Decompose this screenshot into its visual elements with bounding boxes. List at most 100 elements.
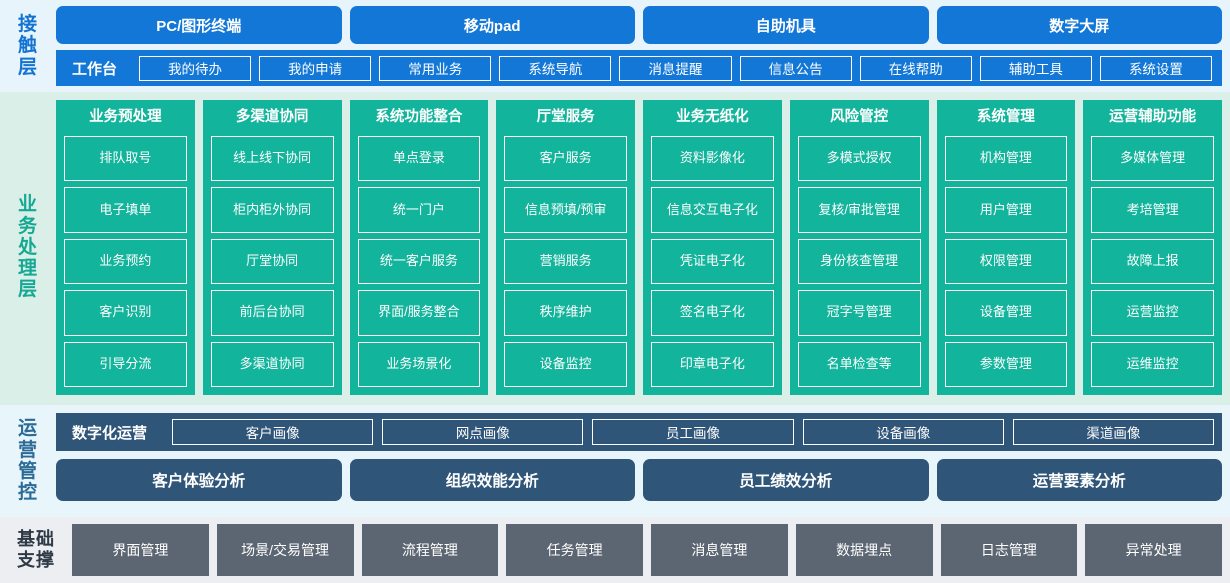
workbench-item-my-application[interactable]: 我的申请	[259, 55, 372, 81]
foundation-item-process-management[interactable]: 流程管理	[361, 524, 499, 576]
channel-mobile-pad[interactable]: 移动pad	[349, 6, 635, 44]
contact-layer: 接 触 层 PC/图形终端 移动pad 自助机具 数字大屏 工作台 我的待办 我…	[0, 0, 1230, 92]
workbench-item-info-announcement[interactable]: 信息公告	[739, 55, 852, 81]
business-cell[interactable]: 业务预约	[64, 238, 187, 285]
portrait-branch[interactable]: 网点画像	[382, 419, 584, 445]
channel-digital-screen[interactable]: 数字大屏	[936, 6, 1222, 44]
business-cell[interactable]: 资料影像化	[651, 135, 774, 182]
business-cell[interactable]: 权限管理	[944, 238, 1068, 285]
business-cell[interactable]: 印章电子化	[651, 341, 774, 387]
workbench-title: 工作台	[72, 60, 118, 78]
portrait-employee[interactable]: 员工画像	[592, 419, 794, 445]
business-cell[interactable]: 多媒体管理	[1091, 135, 1214, 182]
business-cell[interactable]: 冠字号管理	[797, 290, 921, 336]
portrait-channel[interactable]: 渠道画像	[1012, 419, 1215, 445]
business-column-paperless: 业务无纸化 资料影像化 信息交互电子化 凭证电子化 签名电子化 印章电子化	[643, 100, 782, 395]
workbench-item-message-reminder[interactable]: 消息提醒	[619, 55, 732, 81]
business-cell[interactable]: 设备监控	[504, 341, 627, 387]
business-cell[interactable]: 柜内柜外协同	[210, 187, 334, 233]
business-column-group: 业务预处理 排队取号 电子填单 业务预约 客户识别 引导分流 多渠道协同 线上线…	[56, 100, 1222, 395]
business-cell[interactable]: 营销服务	[504, 238, 627, 285]
label-line: 支撑	[17, 550, 55, 570]
column-title: 系统管理	[976, 109, 1035, 125]
foundation-item-message-management[interactable]: 消息管理	[651, 524, 788, 576]
label-char: 理	[17, 258, 38, 280]
business-cell[interactable]: 复核/审批管理	[797, 187, 921, 233]
business-cell[interactable]: 签名电子化	[651, 290, 774, 336]
business-column-system-integration: 系统功能整合 单点登录 统一门户 统一客户服务 界面/服务整合 业务场景化	[349, 100, 489, 395]
analysis-customer-experience[interactable]: 客户体验分析	[56, 459, 342, 501]
label-char: 营	[17, 439, 38, 461]
column-title: 厅堂服务	[536, 109, 595, 125]
foundation-item-task-management[interactable]: 任务管理	[506, 524, 643, 576]
analysis-employee-performance[interactable]: 员工绩效分析	[643, 459, 929, 501]
analysis-organization-efficiency[interactable]: 组织效能分析	[349, 459, 635, 501]
business-cell[interactable]: 引导分流	[64, 341, 187, 387]
business-layer-body: 业务预处理 排队取号 电子填单 业务预约 客户识别 引导分流 多渠道协同 线上线…	[56, 100, 1222, 395]
business-cell[interactable]: 业务场景化	[357, 341, 481, 387]
business-cell[interactable]: 考培管理	[1091, 187, 1214, 233]
label-char: 业	[17, 194, 38, 216]
business-cell[interactable]: 单点登录	[357, 135, 481, 182]
foundation-item-exception-handling[interactable]: 异常处理	[1085, 524, 1222, 576]
business-cell[interactable]: 凭证电子化	[651, 238, 774, 285]
label-char: 触	[17, 35, 38, 57]
label-char: 层	[17, 279, 38, 301]
operations-layer-label-text: 运 营 管 控	[18, 418, 38, 503]
column-title: 多渠道协同	[235, 109, 309, 125]
portrait-device[interactable]: 设备画像	[802, 419, 1004, 445]
workbench-item-my-todo[interactable]: 我的待办	[139, 55, 252, 81]
business-cell[interactable]: 信息预填/预审	[504, 187, 627, 233]
foundation-layer-label-text: 基础 支撑	[17, 529, 55, 570]
foundation-item-log-management[interactable]: 日志管理	[940, 524, 1078, 576]
business-cell[interactable]: 故障上报	[1091, 238, 1214, 285]
contact-layer-label-text: 接 触 层	[18, 14, 38, 78]
workbench-item-auxiliary-tools[interactable]: 辅助工具	[979, 55, 1092, 81]
business-cell[interactable]: 运维监控	[1091, 341, 1214, 387]
business-cell[interactable]: 秩序维护	[504, 290, 627, 336]
business-cell[interactable]: 身份核查管理	[797, 238, 921, 285]
analysis-row: 客户体验分析 组织效能分析 员工绩效分析 运营要素分析	[56, 459, 1222, 501]
workbench-row: 工作台 我的待办 我的申请 常用业务 系统导航 消息提醒 信息公告 在线帮助 辅…	[56, 50, 1222, 86]
contact-layer-label: 接 触 层	[0, 6, 56, 86]
business-cell[interactable]: 统一门户	[357, 187, 481, 233]
workbench-item-online-help[interactable]: 在线帮助	[859, 55, 972, 81]
business-cell[interactable]: 统一客户服务	[357, 238, 481, 285]
portrait-customer[interactable]: 客户画像	[172, 419, 374, 445]
analysis-operation-elements[interactable]: 运营要素分析	[936, 459, 1222, 501]
business-cell[interactable]: 信息交互电子化	[651, 187, 774, 233]
business-cell[interactable]: 设备管理	[944, 290, 1068, 336]
business-cell[interactable]: 机构管理	[944, 135, 1068, 182]
business-column-lobby-service: 厅堂服务 客户服务 信息预填/预审 营销服务 秩序维护 设备监控	[496, 100, 635, 395]
business-cell[interactable]: 多模式授权	[797, 135, 921, 182]
workbench-item-system-settings[interactable]: 系统设置	[1099, 55, 1212, 81]
channel-self-service-machine[interactable]: 自助机具	[643, 6, 929, 44]
business-cell[interactable]: 排队取号	[64, 135, 187, 182]
business-cell[interactable]: 多渠道协同	[210, 341, 334, 387]
label-char: 接	[17, 14, 38, 36]
business-cell[interactable]: 界面/服务整合	[357, 290, 481, 336]
business-cell[interactable]: 名单检查等	[797, 341, 921, 387]
business-cell[interactable]: 电子填单	[64, 187, 187, 233]
business-cell[interactable]: 客户服务	[504, 135, 627, 182]
foundation-item-ui-management[interactable]: 界面管理	[72, 524, 209, 576]
operations-management-layer: 运 营 管 控 数字化运营 客户画像 网点画像 员工画像 设备画像 渠道画像 客…	[0, 405, 1230, 517]
business-cell[interactable]: 运营监控	[1091, 290, 1214, 336]
foundation-layer-body: 界面管理 场景/交易管理 流程管理 任务管理 消息管理 数据埋点 日志管理 异常…	[72, 524, 1222, 576]
foundation-support-layer: 基础 支撑 界面管理 场景/交易管理 流程管理 任务管理 消息管理 数据埋点 日…	[0, 517, 1230, 583]
channel-pc[interactable]: PC/图形终端	[56, 6, 342, 44]
business-layer-label: 业 务 处 理 层	[0, 100, 56, 395]
business-column-multi-channel: 多渠道协同 线上线下协同 柜内柜外协同 厅堂协同 前后台协同 多渠道协同	[202, 100, 342, 395]
workbench-item-common-business[interactable]: 常用业务	[379, 55, 492, 81]
business-cell[interactable]: 线上线下协同	[210, 135, 334, 182]
label-line: 基础	[17, 529, 55, 550]
foundation-item-data-tracking[interactable]: 数据埋点	[795, 524, 933, 576]
foundation-item-scenario-transaction-management[interactable]: 场景/交易管理	[216, 524, 354, 576]
business-cell[interactable]: 客户识别	[64, 290, 187, 336]
business-cell[interactable]: 前后台协同	[210, 290, 334, 336]
business-cell[interactable]: 参数管理	[944, 341, 1068, 387]
workbench-item-system-navigation[interactable]: 系统导航	[499, 55, 612, 81]
business-processing-layer: 业 务 处 理 层 业务预处理 排队取号 电子填单 业务预约 客户识别 引导分流…	[0, 92, 1230, 405]
business-cell[interactable]: 用户管理	[944, 187, 1068, 233]
business-cell[interactable]: 厅堂协同	[210, 238, 334, 285]
